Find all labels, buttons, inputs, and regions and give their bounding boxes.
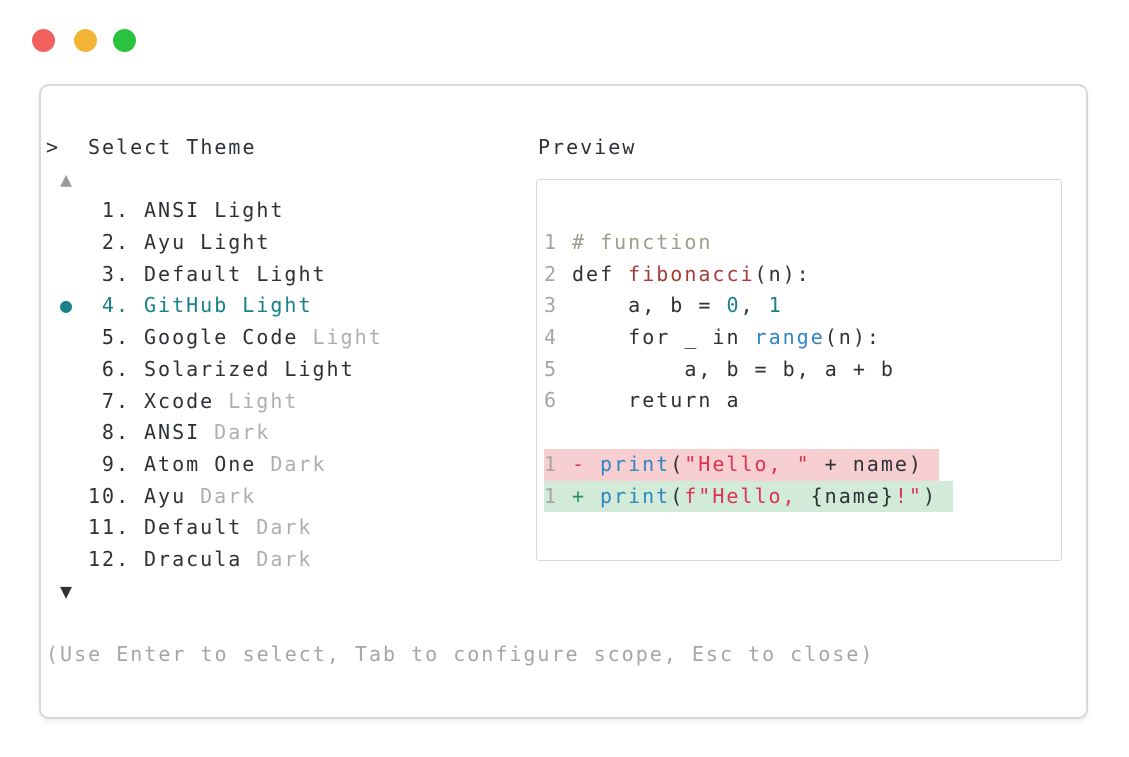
item-name: Solarized Light xyxy=(144,356,355,381)
page-title: Select Theme xyxy=(88,135,257,159)
item-number: 9. xyxy=(101,451,130,476)
item-number: 1. xyxy=(101,198,130,223)
scroll-up-icon: ▲ xyxy=(60,166,75,191)
item-name: Default xyxy=(144,515,243,540)
spacer-row xyxy=(544,417,953,449)
theme-list-item-google-code-light[interactable]: 5. Google Code Light xyxy=(46,322,874,354)
item-name: GitHub Light xyxy=(144,293,313,318)
item-number: 4. xyxy=(101,293,130,318)
diff-plus-icon: + xyxy=(572,483,587,508)
prompt-chevron-icon: > xyxy=(46,135,61,159)
theme-list-item-solarized-light[interactable]: 6. Solarized Light xyxy=(46,354,874,386)
theme-list-item-ansi-light[interactable]: 1. ANSI Light xyxy=(46,195,874,227)
line-number: 1 xyxy=(544,483,559,508)
theme-list-item-github-light-selected[interactable]: ● 4. GitHub Light xyxy=(46,290,874,322)
item-name: ANSI xyxy=(144,420,201,445)
code-line-3: 3 a, b = 0, 1 xyxy=(544,290,953,322)
item-number: 6. xyxy=(101,356,130,381)
scroll-up-button[interactable]: ▲ xyxy=(46,164,874,196)
item-name: Google Code xyxy=(144,325,299,350)
item-number: 10. xyxy=(88,483,131,508)
theme-selector-panel: > Select Theme ▲ 1. ANSI Light 2. Ayu Light… xyxy=(39,84,1088,719)
item-number: 11. xyxy=(88,515,131,540)
diff-line-removed: 1-print("Hello, " + name) xyxy=(544,448,953,481)
item-number: 7. xyxy=(101,388,130,413)
item-variant: Dark xyxy=(256,546,313,571)
theme-list-item-atom-one-dark[interactable]: 9. Atom One Dark xyxy=(46,449,874,481)
item-variant: Dark xyxy=(200,483,257,508)
item-number: 8. xyxy=(101,420,130,445)
code-line-4: 4 for _ in range(n): xyxy=(544,322,953,354)
line-number: 5 xyxy=(544,356,559,381)
diff-minus-icon: - xyxy=(572,451,587,476)
item-name: Ayu Light xyxy=(144,230,271,255)
item-variant: Dark xyxy=(256,515,313,540)
selected-bullet-icon: ● xyxy=(59,293,75,318)
item-number: 5. xyxy=(101,325,130,350)
item-variant: Dark xyxy=(270,451,327,476)
item-number: 12. xyxy=(88,546,131,571)
line-number: 3 xyxy=(544,293,559,318)
theme-list-item-default-light[interactable]: 3. Default Light xyxy=(46,259,874,291)
item-variant: Light xyxy=(312,325,383,350)
preview-label: Preview xyxy=(538,135,637,159)
traffic-light-minimize-button[interactable] xyxy=(74,29,97,52)
code-line-1: 1# function xyxy=(544,227,953,259)
theme-list-column: > Select Theme ▲ 1. ANSI Light 2. Ayu Light… xyxy=(46,132,874,671)
spacer-row xyxy=(46,607,874,639)
theme-list-item-xcode-light[interactable]: 7. Xcode Light xyxy=(46,386,874,418)
item-name: ANSI Light xyxy=(144,198,285,223)
scroll-down-icon: ▼ xyxy=(60,578,75,603)
theme-list-item-ansi-dark[interactable]: 8. ANSI Dark xyxy=(46,417,874,449)
theme-list-item-default-dark[interactable]: 11. Default Dark xyxy=(46,512,874,544)
item-name: Atom One xyxy=(144,451,257,476)
theme-list-item-dracula-dark[interactable]: 12. Dracula Dark xyxy=(46,544,874,576)
theme-list-item-ayu-dark[interactable]: 10. Ayu Dark xyxy=(46,481,874,513)
line-number: 4 xyxy=(544,325,559,350)
line-number: 2 xyxy=(544,261,559,286)
help-text: (Use Enter to select, Tab to configure s… xyxy=(46,642,875,666)
item-variant: Light xyxy=(228,388,299,413)
item-variant: Dark xyxy=(214,420,271,445)
traffic-light-maximize-button[interactable] xyxy=(113,29,136,52)
item-number: 3. xyxy=(101,261,130,286)
item-name: Default Light xyxy=(144,261,327,286)
item-name: Dracula xyxy=(144,546,243,571)
item-name: Ayu xyxy=(144,483,187,508)
item-name: Xcode xyxy=(144,388,215,413)
line-number: 1 xyxy=(544,230,559,254)
scroll-down-button[interactable]: ▼ xyxy=(46,576,874,608)
diff-line-added: 1+print(f"Hello, {name}!") xyxy=(544,480,954,513)
item-number: 2. xyxy=(101,230,130,255)
line-number: 1 xyxy=(544,451,559,476)
traffic-light-close-button[interactable] xyxy=(32,29,55,52)
code-line-5: 5 a, b = b, a + b xyxy=(544,354,953,386)
line-number: 6 xyxy=(544,388,559,413)
code-line-6: 6 return a xyxy=(544,385,953,417)
prompt-line: > Select Theme xyxy=(46,132,874,164)
theme-list-item-ayu-light[interactable]: 2. Ayu Light xyxy=(46,227,874,259)
